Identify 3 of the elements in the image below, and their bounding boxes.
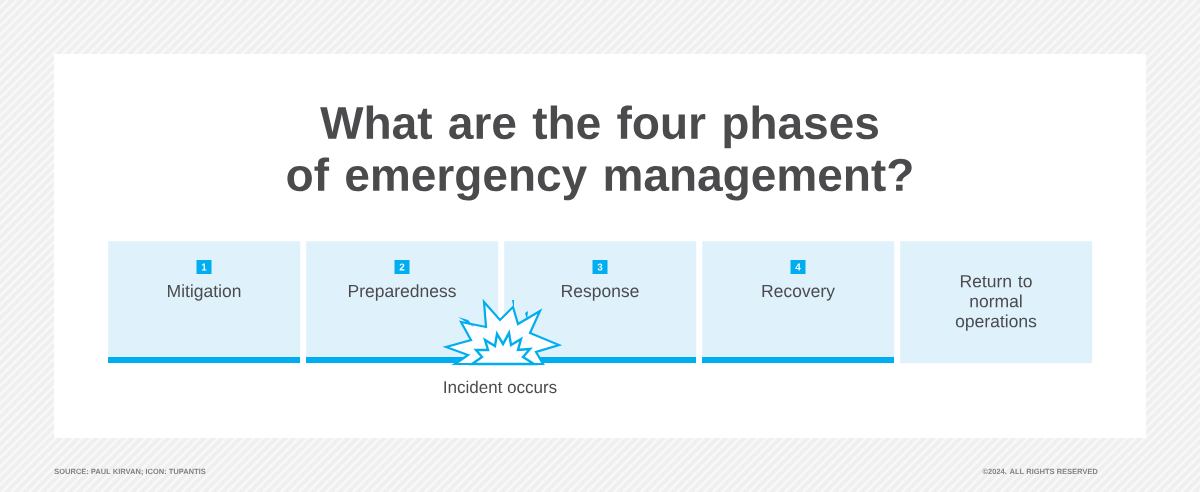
event-label: Incident occurs	[444, 380, 557, 394]
title: What are the four phases of emergency management?	[287, 105, 912, 201]
stage-box: Return to normal operations	[900, 241, 1093, 364]
